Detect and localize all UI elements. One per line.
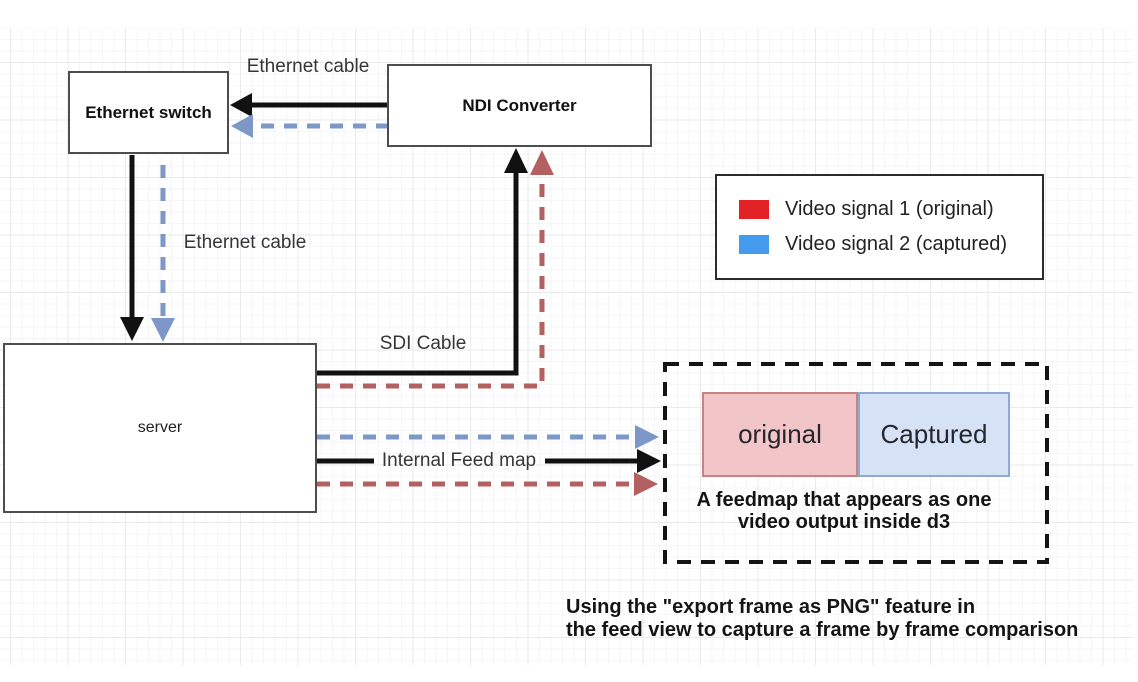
feedmap-original-label: original xyxy=(738,419,822,449)
arrow-switch-to-server-blue-dashed xyxy=(151,165,175,342)
video-signal-1-swatch xyxy=(739,200,769,219)
edge-label-sdi-cable: SDI Cable xyxy=(379,333,467,354)
arrow-server-to-feedmap-blue-dashed xyxy=(317,425,659,449)
edge-label-ethernet-cable-left: Ethernet cable xyxy=(183,232,307,253)
node-ethernet-switch: Ethernet switch xyxy=(68,71,229,154)
arrow-switch-to-server-black xyxy=(120,155,144,341)
arrow-server-to-ndi-black-sdi xyxy=(317,148,528,376)
feedmap-caption: A feedmap that appears as one video outp… xyxy=(666,489,1022,533)
legend-item-label: Video signal 2 (captured) xyxy=(785,233,1007,255)
feedmap-caption-line2: video output inside d3 xyxy=(737,511,951,533)
feedmap-captured-label: Captured xyxy=(880,419,988,449)
bottom-annotation: Using the "export frame as PNG" feature … xyxy=(566,596,1126,642)
feedmap-captured-rect: Captured xyxy=(858,392,1010,477)
legend-item-video-signal-2: Video signal 2 (captured) xyxy=(739,233,1042,256)
arrow-ndi-to-switch-blue-dashed xyxy=(231,114,389,138)
video-signal-2-swatch xyxy=(739,235,769,254)
bottom-annotation-line2: the feed view to capture a frame by fram… xyxy=(566,619,1079,641)
legend-box: Video signal 1 (original) Video signal 2… xyxy=(715,174,1044,280)
feedmap-original-rect: original xyxy=(702,392,858,477)
node-ethernet-switch-label: Ethernet switch xyxy=(85,102,212,122)
edge-label-internal-feed-map: Internal Feed map xyxy=(381,450,537,471)
node-ndi-converter-label: NDI Converter xyxy=(462,95,577,115)
arrow-server-to-feedmap-red-dashed xyxy=(317,472,658,496)
arrow-server-to-feedmap-black xyxy=(317,449,661,473)
feedmap-caption-line1: A feedmap that appears as one xyxy=(696,489,992,511)
feedmap-dashed-container xyxy=(663,362,1049,564)
node-ndi-converter: NDI Converter xyxy=(387,64,652,147)
legend-item-label: Video signal 1 (original) xyxy=(785,198,994,220)
edge-label-ethernet-cable-top: Ethernet cable xyxy=(246,56,370,77)
node-server: server xyxy=(3,343,317,513)
bottom-annotation-line1: Using the "export frame as PNG" feature … xyxy=(566,596,976,618)
arrow-server-to-ndi-red-dashed xyxy=(317,150,554,389)
arrow-ndi-to-switch-black xyxy=(230,93,389,117)
node-server-label: server xyxy=(137,419,183,436)
legend-item-video-signal-1: Video signal 1 (original) xyxy=(739,198,1042,221)
